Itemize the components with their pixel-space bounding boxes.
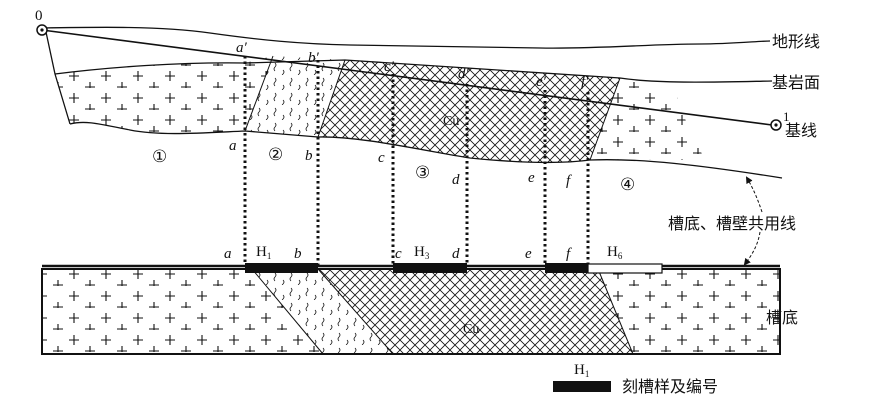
sample-H3-label: H3 xyxy=(414,244,430,261)
floor-granite-right xyxy=(598,269,780,354)
zone-1-granite xyxy=(55,56,273,134)
point-d-bottom-label: d xyxy=(452,246,460,262)
bedrock-label: 基岩面 xyxy=(772,74,820,92)
point-f-mid-label: f xyxy=(566,173,572,189)
ore-label-bottom: Cu xyxy=(463,322,479,337)
shared-line-arrow-down xyxy=(743,231,761,266)
point-b-prime-label: b′ xyxy=(308,50,320,66)
floor-granite-left xyxy=(42,269,323,354)
legend-sample-code: H1 xyxy=(574,362,589,379)
terrain-label: 地形线 xyxy=(772,33,820,51)
trench-floor-label: 槽底 xyxy=(766,309,798,327)
sample-H3-bar xyxy=(393,263,467,273)
station-0-label: 0 xyxy=(35,8,43,24)
point-b-mid-label: b xyxy=(305,148,313,164)
point-b-bottom-label: b xyxy=(294,246,302,262)
legend-sample-label: 刻槽样及编号 xyxy=(622,378,718,396)
contact-floor-3-4 xyxy=(597,268,634,355)
point-a-prime-label: a′ xyxy=(236,40,248,56)
contact-3-4 xyxy=(589,77,621,161)
sample-H6-strip xyxy=(587,263,663,274)
baseline-line xyxy=(41,29,773,126)
zone-label-1: ① xyxy=(152,147,167,166)
point-f-bottom-label: f xyxy=(566,246,572,262)
point-e-bottom-label: e xyxy=(525,246,532,262)
contact-floor-2-3 xyxy=(317,268,394,355)
sample-H1-bar xyxy=(245,263,318,273)
shared-line-label: 槽底、槽壁共用线 xyxy=(668,214,796,233)
point-d-prime-label: d′ xyxy=(458,66,470,82)
sample-e-f-bar xyxy=(545,263,588,273)
point-c-mid-label: c xyxy=(378,150,385,166)
ore-label-top: Cu xyxy=(443,114,459,129)
projection-lines xyxy=(243,56,590,266)
section-base-line xyxy=(69,121,783,179)
bedrock-surface-line xyxy=(54,59,773,83)
zone-4-granite xyxy=(590,78,705,160)
zone-2-schist xyxy=(245,56,345,137)
sample-H1-label: H1 xyxy=(256,244,271,261)
contact-2-3 xyxy=(317,59,346,138)
point-a-bottom-label: a xyxy=(224,246,232,262)
legend-sample-bar xyxy=(553,381,611,392)
point-a-mid-label: a xyxy=(229,138,237,154)
terrain-line xyxy=(41,26,771,49)
floor-schist xyxy=(252,269,393,354)
point-f-prime-label: f′ xyxy=(581,74,589,90)
zone-label-3: ③ xyxy=(415,163,430,182)
station-1-label: 1 xyxy=(783,109,790,124)
point-c-bottom-label: c xyxy=(395,246,402,262)
point-d-mid-label: d xyxy=(452,172,460,188)
sample-H6-label: H6 xyxy=(607,244,623,261)
zone-label-4: ④ xyxy=(620,175,635,194)
left-edge-line xyxy=(45,31,71,125)
baseline-label: 基线 xyxy=(785,122,817,140)
contact-floor-1-2 xyxy=(251,268,324,355)
shared-line-arrow-up xyxy=(745,176,763,213)
point-e-prime-label: e′ xyxy=(536,74,547,90)
point-c-prime-label: c′ xyxy=(384,59,395,75)
contact-1-2 xyxy=(244,55,274,132)
floor-orebody xyxy=(318,269,633,354)
zone-label-2: ② xyxy=(268,145,283,164)
point-e-mid-label: e xyxy=(528,170,535,186)
